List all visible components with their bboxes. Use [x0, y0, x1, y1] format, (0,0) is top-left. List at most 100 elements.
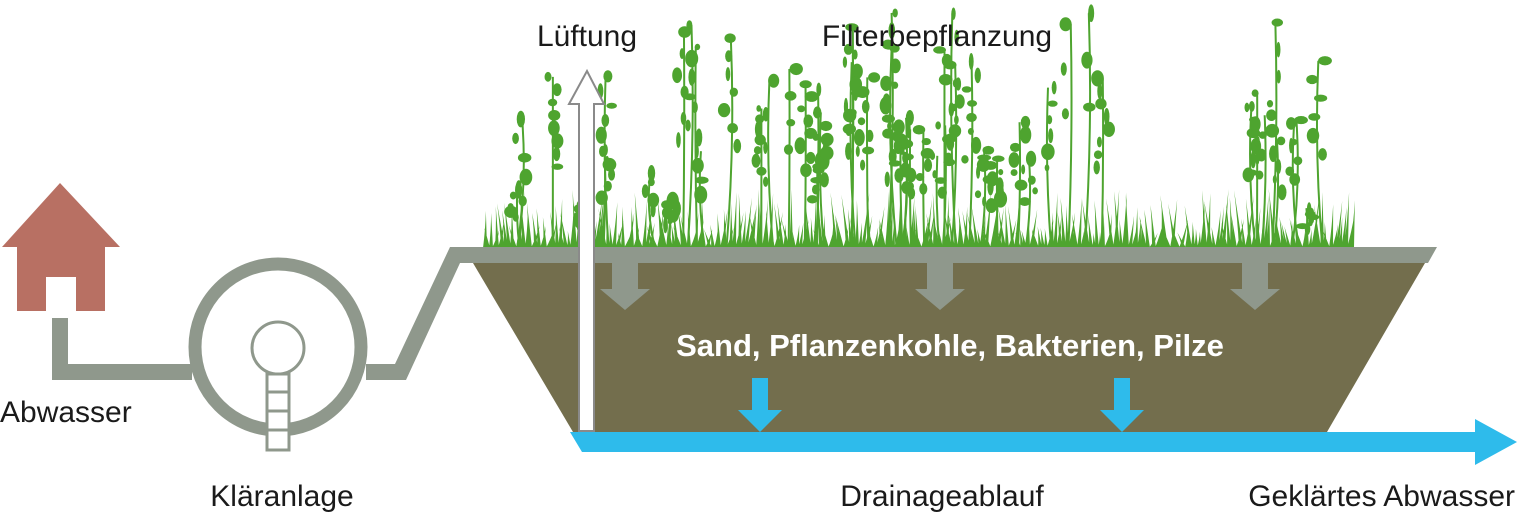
plant-leaf	[509, 191, 517, 200]
plant-leaf	[961, 155, 969, 164]
plant-leaf	[933, 46, 946, 54]
plant-leaf	[1096, 136, 1102, 148]
plant-leaf	[895, 61, 901, 69]
drainage-label: Drainageablauf	[840, 480, 1044, 513]
plant-leaf	[954, 29, 959, 45]
plant-leaf	[1081, 51, 1093, 69]
plant-leaf	[516, 110, 526, 128]
plant-leaf	[1093, 160, 1100, 175]
plant-leaf	[1083, 102, 1096, 112]
plant-stem	[1272, 140, 1280, 249]
wastewater-label: Abwasser	[0, 396, 132, 429]
plant-leaf	[938, 73, 953, 86]
plant-leaf	[725, 50, 733, 63]
plant-leaf	[678, 26, 692, 38]
drainage-pipe	[570, 419, 1517, 465]
plant-leaf	[1059, 17, 1072, 32]
plant-leaf	[733, 138, 742, 154]
plant-leaf	[850, 109, 857, 116]
plant-leaf	[1318, 148, 1327, 161]
plant-leaf	[1044, 164, 1050, 172]
plant-leaf	[1025, 150, 1037, 167]
plant-leaf	[729, 87, 739, 97]
plant-leaf	[1266, 109, 1277, 122]
plant-leaf	[882, 128, 894, 139]
drainage-arrows	[738, 378, 1144, 432]
down-arrow-icon	[1100, 378, 1144, 432]
plant-leaf	[961, 86, 972, 93]
plant-leaf	[667, 217, 673, 225]
plant-leaf	[1060, 62, 1067, 76]
plant-leaf	[923, 158, 933, 172]
plant-leaf	[551, 163, 564, 170]
plant-leaf	[811, 184, 820, 195]
plant-leaf	[676, 132, 681, 148]
down-arrow-icon	[915, 263, 965, 310]
plant-leaf	[1276, 69, 1281, 84]
plant-leaf	[880, 75, 892, 92]
plant-leaf	[691, 157, 704, 174]
plant-leaf	[1048, 128, 1054, 144]
plant-leaf	[894, 168, 904, 183]
plant-leaf	[694, 43, 701, 51]
plant-leaf	[967, 127, 974, 135]
plant-leaf	[754, 120, 762, 138]
plant-leaf	[608, 168, 616, 181]
plant-leaf	[1304, 223, 1311, 236]
plant-leaf	[1018, 197, 1031, 206]
plant-leaf	[768, 73, 780, 88]
plant-stem	[1083, 13, 1092, 249]
plant-leaf	[955, 77, 962, 91]
plant-leaf	[868, 72, 881, 83]
plant-leaf	[724, 33, 736, 44]
plant-leaf	[934, 177, 947, 184]
plant-leaf	[1103, 108, 1110, 126]
plant-leaf	[1314, 94, 1328, 102]
plant-leaf	[855, 86, 870, 98]
plant-stem	[1315, 60, 1324, 249]
plant-leaf	[1251, 89, 1259, 97]
plant-leaf	[1027, 175, 1036, 185]
plant-leaf	[1041, 143, 1055, 161]
plant-leaf	[865, 129, 874, 143]
plant-leaf	[888, 160, 902, 167]
plant-leaf	[805, 151, 816, 165]
plant-leaf	[647, 192, 660, 208]
plant-leaf	[893, 119, 905, 135]
plant-leaf	[804, 91, 819, 102]
house-icon	[2, 183, 120, 311]
plant-leaf	[915, 173, 925, 182]
plant-leaf	[899, 147, 905, 155]
plant-stem	[725, 38, 734, 249]
plant-leaf	[683, 93, 696, 101]
down-arrow-icon	[738, 378, 782, 432]
plant-stem	[767, 80, 775, 249]
plant-leaf	[751, 153, 761, 168]
plant-leaf	[754, 134, 766, 146]
plant-leaf	[786, 119, 796, 127]
plant-leaf	[1277, 184, 1287, 201]
plant-leaf	[1009, 142, 1021, 152]
plant-leaf	[812, 163, 821, 170]
transfer-pipe	[366, 247, 1437, 380]
plant-leaf	[789, 62, 803, 76]
plant-leaf	[1051, 80, 1057, 95]
plant-leaf	[951, 103, 957, 112]
plant-leaf	[1032, 187, 1038, 195]
plant-leaf	[1021, 164, 1026, 175]
plant-leaf	[857, 117, 866, 126]
plant-leaf	[794, 137, 806, 155]
plant-leaf	[727, 122, 739, 134]
plant-leaf	[1093, 150, 1103, 160]
plant-leaf	[946, 136, 955, 151]
plant-leaf	[797, 105, 806, 113]
plant-leaf	[1010, 169, 1018, 176]
plant-leaf	[1020, 115, 1031, 129]
plant-leaf	[519, 168, 533, 186]
plant-leaf	[1061, 108, 1069, 120]
plant-leaf	[982, 145, 995, 155]
plant-leaf	[1318, 56, 1332, 66]
plant-leaf	[672, 67, 683, 84]
plant-leaf	[799, 80, 812, 89]
